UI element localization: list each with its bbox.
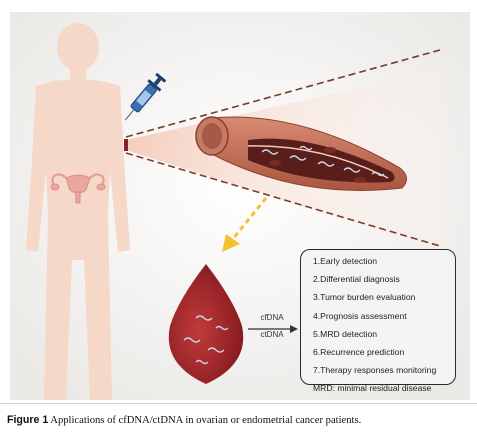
- human-silhouette: [26, 23, 130, 400]
- dashed-arrow-head: [222, 234, 240, 252]
- application-item: 4.Prognosis assessment: [313, 310, 407, 321]
- application-item: 6.Recurrence prediction: [313, 346, 405, 357]
- application-item: 7.Therapy responses monitoring: [313, 365, 437, 376]
- dna-fragments-drop: [183, 315, 229, 365]
- dna-fragments-vessel: [261, 145, 385, 177]
- caption-label: Figure 1: [7, 414, 49, 426]
- caption-text: Applications of cfDNA/ctDNA in ovarian o…: [50, 415, 362, 426]
- abbreviation-note: MRD: minimal residual disease: [313, 383, 432, 394]
- dashed-arrow: [230, 197, 268, 241]
- arrow-label-cfdna: cfDNA: [260, 313, 284, 322]
- blood-vessel-icon: [195, 116, 407, 191]
- blood-drop-icon: [168, 264, 244, 384]
- application-item: 5.MRD detection: [313, 328, 378, 339]
- caption-divider: [0, 403, 477, 404]
- application-arrow-head: [290, 325, 298, 333]
- uterus-icon: [50, 173, 106, 204]
- applications-box: 1.Early detection 2.Differential diagnos…: [300, 249, 456, 393]
- application-item: 2.Differential diagnosis: [313, 274, 400, 285]
- syringe-icon: [124, 72, 167, 121]
- application-item: 1.Early detection: [313, 256, 378, 266]
- puncture-site: [124, 139, 128, 151]
- figure-caption: Figure 1 Applications of cfDNA/ctDNA in …: [7, 414, 473, 426]
- application-item: 3.Tumor burden evaluation: [313, 292, 416, 303]
- figure-illustration: [10, 12, 470, 400]
- arrow-label-ctdna: ctDNA: [260, 330, 284, 339]
